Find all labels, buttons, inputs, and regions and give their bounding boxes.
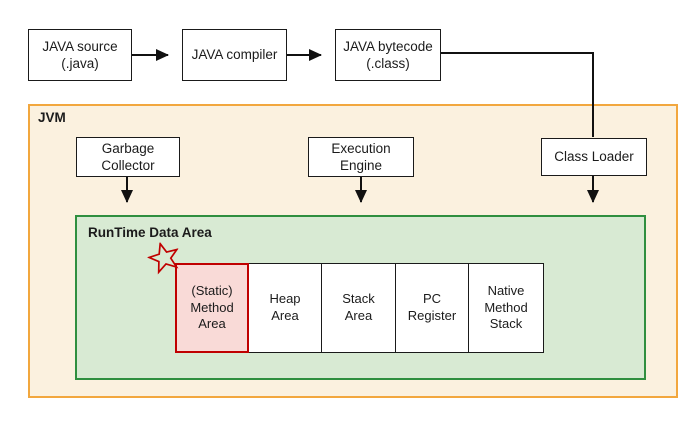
execution-engine-line2: Engine (339, 158, 383, 173)
class-loader-node: Class Loader (541, 138, 647, 176)
java-source-line2: (.java) (61, 56, 99, 71)
java-compiler-node: JAVA compiler (182, 29, 287, 81)
memory-areas-row: (Static) Method Area Heap Area Stack Are… (175, 263, 544, 353)
static-method-area-line1: (Static) (191, 282, 233, 298)
java-source-line1: JAVA source (42, 38, 118, 54)
heap-area-line2: Area (271, 308, 299, 323)
execution-engine-line1: Execution (331, 140, 391, 156)
native-method-stack-line2: Method (484, 299, 528, 315)
pc-register-line2: Register (407, 308, 457, 323)
static-method-area-line3: Area (198, 316, 226, 332)
java-bytecode-line2: (.class) (366, 56, 410, 71)
execution-engine-node: Execution Engine (308, 137, 414, 177)
stack-area-box: Stack Area (321, 263, 396, 353)
jvm-label: JVM (38, 110, 66, 125)
stack-area-line1: Stack (342, 291, 375, 307)
class-loader-label: Class Loader (554, 149, 634, 165)
garbage-collector-node: Garbage Collector (76, 137, 180, 177)
java-source-node: JAVA source (.java) (28, 29, 132, 81)
java-bytecode-line1: JAVA bytecode (343, 38, 433, 54)
pc-register-box: PC Register (395, 263, 469, 353)
native-method-stack-line1: Native (487, 282, 525, 298)
pc-register-line1: PC (422, 291, 442, 307)
static-method-area-box: (Static) Method Area (175, 263, 249, 353)
static-method-area-line2: Method (190, 299, 234, 315)
java-bytecode-node: JAVA bytecode (.class) (335, 29, 441, 81)
garbage-collector-line2: Collector (101, 158, 155, 173)
heap-area-line1: Heap (269, 291, 301, 307)
runtime-data-area-label: RunTime Data Area (88, 225, 212, 240)
native-method-stack-line3: Stack (489, 316, 523, 332)
heap-area-box: Heap Area (248, 263, 322, 353)
native-method-stack-box: Native Method Stack (468, 263, 544, 353)
garbage-collector-line1: Garbage (101, 140, 155, 156)
stack-area-line2: Area (344, 308, 373, 323)
java-compiler-label: JAVA compiler (191, 47, 278, 63)
